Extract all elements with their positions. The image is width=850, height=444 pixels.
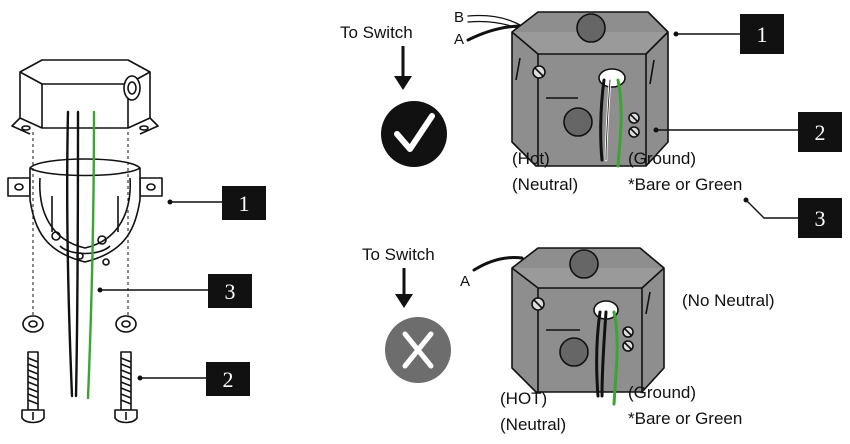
callout-left-1: 1 [167, 186, 266, 220]
no-neutral-label: (No Neutral) [682, 291, 775, 310]
callout-left-3: 3 [97, 274, 252, 308]
bottom-box-wires [595, 310, 619, 406]
bottom-ground-note: *Bare or Green [628, 409, 742, 428]
bottom-wire-label-a: A [460, 273, 470, 290]
callout-top-3-label: 3 [815, 206, 826, 231]
top-ground-note: *Bare or Green [628, 175, 742, 194]
x-icon [385, 317, 451, 383]
callout-top-2: 2 [653, 112, 842, 152]
screw-right [114, 351, 138, 424]
alignment-lines [32, 132, 129, 318]
exploded-assembly [7, 59, 163, 424]
screw-left [21, 351, 45, 424]
top-hot-label: (Hot) [512, 149, 550, 168]
top-down-arrow [394, 46, 412, 90]
switch-wire-bottom [472, 256, 524, 272]
callout-left-2: 2 [137, 362, 250, 396]
bottom-down-arrow [395, 268, 413, 308]
top-wire-label-a: A [454, 31, 464, 48]
mounting-bracket [7, 158, 163, 266]
checkmark-icon [381, 101, 447, 167]
top-panel: To Switch B A [340, 9, 842, 238]
bottom-panel: To Switch A [362, 245, 775, 434]
callout-top-1: 1 [673, 14, 784, 54]
top-to-switch-label: To Switch [340, 23, 413, 42]
bottom-box-screw [531, 297, 545, 311]
top-box-wires [599, 78, 623, 168]
callout-left-1-label: 1 [239, 191, 250, 216]
washer-right [115, 315, 137, 333]
callout-left-2-label: 2 [223, 367, 234, 392]
bottom-hot-label: (HOT) [500, 389, 547, 408]
washer-left [22, 315, 44, 333]
bottom-neutral-label: (Neutral) [500, 415, 566, 434]
bottom-junction-box [511, 247, 665, 393]
top-ground-screw [628, 112, 640, 138]
callout-left-3-label: 3 [225, 279, 236, 304]
top-junction-box [511, 11, 669, 167]
bottom-to-switch-label: To Switch [362, 245, 435, 264]
top-neutral-label: (Neutral) [512, 175, 578, 194]
callout-top-3: 3 [743, 197, 842, 238]
bottom-ground-screw [622, 326, 634, 352]
top-ground-label: (Ground) [628, 149, 696, 168]
callout-top-1-label: 1 [757, 22, 768, 47]
bottom-ground-label: (Ground) [628, 383, 696, 402]
junction-box-top [11, 59, 159, 135]
callout-top-2-label: 2 [815, 120, 826, 145]
wire-label-b: B [454, 9, 464, 26]
top-box-screw [532, 65, 546, 79]
assembly-wires [66, 110, 96, 400]
